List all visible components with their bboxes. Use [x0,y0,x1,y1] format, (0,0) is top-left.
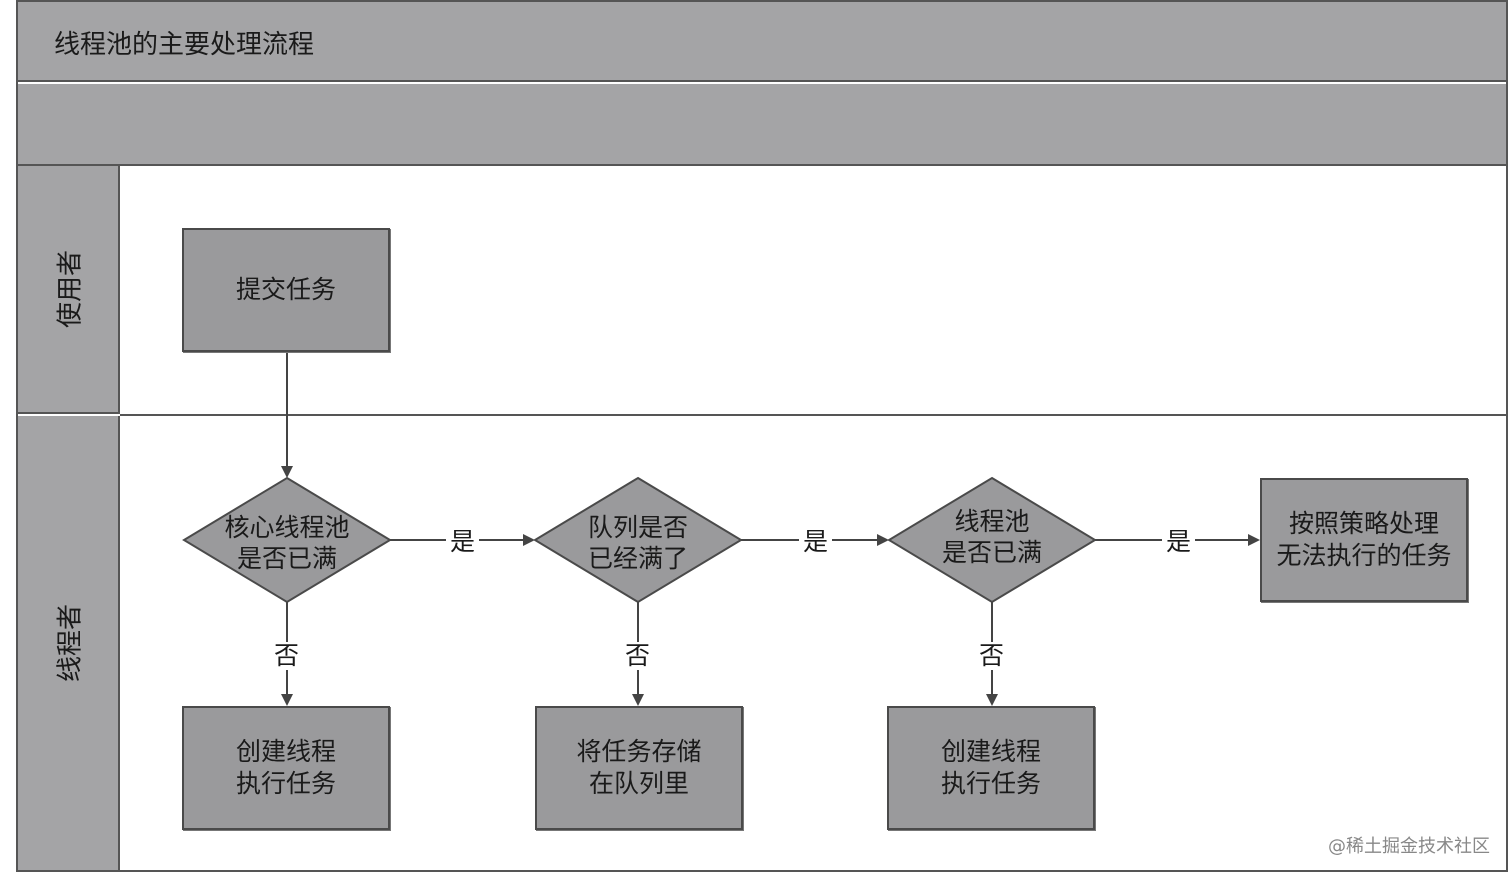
node-create-thread-label: 创建线程 执行任务 [940,737,1041,798]
lane-user-header: 使用者 [18,166,120,414]
node-create-core-thread-label: 创建线程 执行任务 [235,737,336,798]
edge-label-yes-2: 是 [799,528,833,556]
lane-thread-header: 线程者 [18,416,120,870]
node-enqueue-task-label: 将任务存储 在队列里 [576,737,702,798]
edge-label-no-3: 否 [975,642,1009,670]
node-create-core-thread: 创建线程 执行任务 [182,706,390,830]
node-enqueue-task: 将任务存储 在队列里 [535,706,743,830]
edge-label-yes-3: 是 [1162,528,1196,556]
edge-label-no-1: 否 [270,642,304,670]
node-reject-policy-label: 按照策略处理 无法执行的任务 [1276,509,1452,570]
edge-label-no-2: 否 [621,642,655,670]
node-submit-task: 提交任务 [182,228,390,352]
node-submit-task-label: 提交任务 [235,275,336,304]
decision-core-full-label: 核心线程池 是否已满 [224,513,350,573]
diagram-title: 线程池的主要处理流程 [54,30,315,60]
node-reject-policy: 按照策略处理 无法执行的任务 [1260,478,1468,602]
lane-divider [120,414,1508,416]
node-create-thread: 创建线程 执行任务 [887,706,1095,830]
decision-queue-full-label: 队列是否 已经满了 [587,513,688,573]
title-bar: 线程池的主要处理流程 [18,2,1506,82]
header-subbar [18,84,1506,166]
edge-label-yes-1: 是 [446,528,480,556]
decision-pool-full-label: 线程池 是否已满 [941,507,1042,567]
watermark: @稀土掘金技术社区 [1328,836,1490,857]
